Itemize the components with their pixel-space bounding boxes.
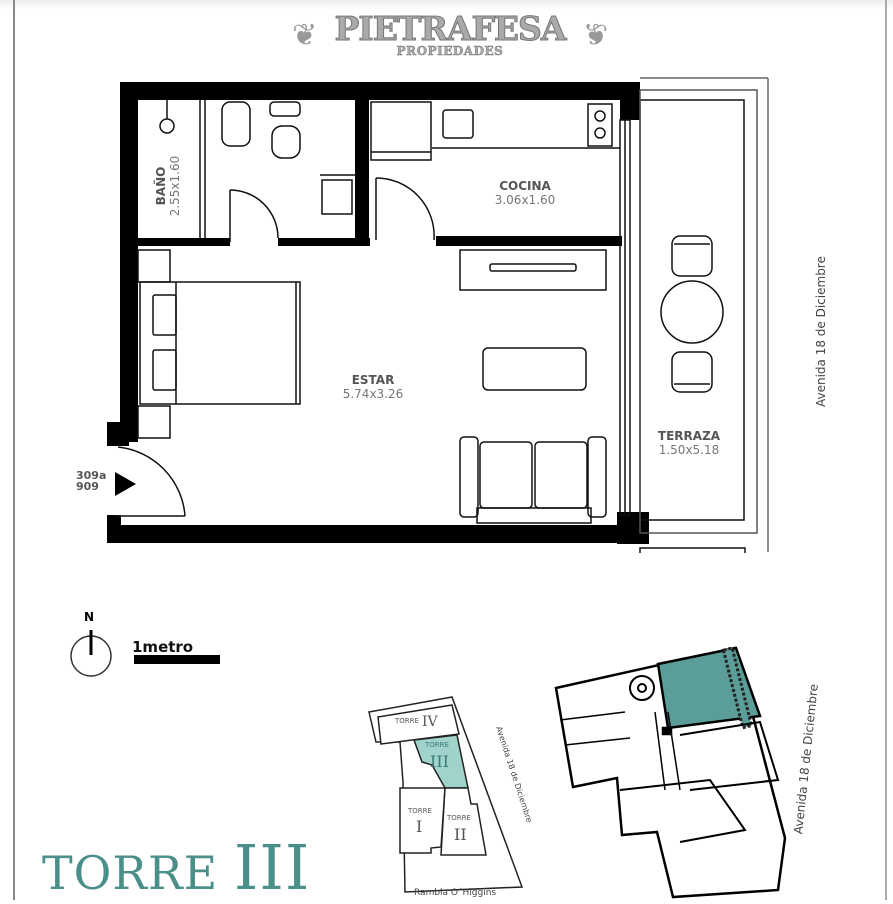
room-dims: 5.74x3.26 — [342, 387, 404, 401]
room-label-estar: ESTAR 5.74x3.26 — [328, 373, 418, 401]
north-label: N — [84, 610, 95, 624]
page-top-shading — [0, 0, 893, 10]
tower-number: III — [233, 831, 311, 904]
svg-text:TORRE: TORRE — [407, 807, 432, 815]
unit-code-line2: 909 — [76, 480, 99, 493]
room-dims: 3.06x1.60 — [494, 193, 556, 207]
tower-title: TORRE III — [42, 837, 310, 903]
room-name: ESTAR — [351, 373, 395, 387]
room-name: BAÑO — [154, 166, 168, 206]
tower-word: TORRE — [42, 846, 219, 900]
ornament-left-icon: ❦ — [292, 18, 318, 53]
page-border-right — [885, 0, 887, 900]
svg-text:IV: IV — [422, 714, 439, 730]
room-name: COCINA — [499, 179, 551, 193]
svg-text:III: III — [430, 752, 449, 771]
unit-code: 309a 909 — [76, 470, 106, 492]
street-label-east: Avenida 18 de Diciembre — [814, 256, 828, 407]
floor-key-plan — [554, 646, 787, 899]
svg-text:II: II — [454, 825, 467, 844]
room-dims: 1.50x5.18 — [658, 443, 720, 457]
room-label-cocina: COCINA 3.06x1.60 — [480, 179, 570, 207]
scale-bar — [134, 655, 220, 664]
unit-code-line1: 309a — [76, 469, 107, 482]
north-compass-icon — [70, 630, 112, 677]
site-street-south: Rambla O´Higgins — [414, 888, 497, 898]
svg-text:TORRE: TORRE — [394, 717, 419, 725]
room-label-terraza: TERRAZA 1.50x5.18 — [644, 429, 734, 457]
room-dims: 2.55x1.60 — [168, 155, 182, 217]
svg-text:TORRE: TORRE — [446, 814, 471, 822]
svg-text:TORRE: TORRE — [424, 741, 449, 749]
entry-arrow-icon — [115, 472, 136, 496]
wall-left — [120, 82, 138, 442]
brand-logo: ❦ PIETRAFESA PROPIEDADES ❦ — [290, 9, 610, 59]
svg-text:I: I — [416, 817, 422, 836]
wall-bottom — [107, 525, 637, 543]
room-name: TERRAZA — [657, 429, 721, 443]
scale-label: 1metro — [132, 638, 194, 656]
brand-name: PIETRAFESA — [334, 9, 567, 48]
wall-top — [120, 82, 640, 100]
page-border-left — [13, 0, 15, 900]
room-label-bano: BAÑO 2.55x1.60 — [154, 146, 182, 226]
site-plan-map: TORRE IV TORRE III TORRE I TORRE II — [368, 696, 524, 893]
brand-subtitle: PROPIEDADES — [396, 44, 504, 59]
